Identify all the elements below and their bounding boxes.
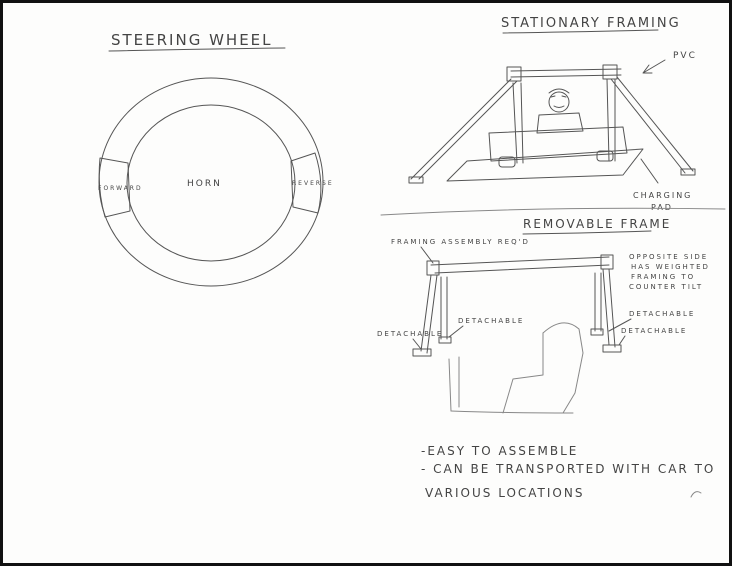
section-divider bbox=[381, 208, 725, 215]
detachable-foot-right-outer bbox=[603, 345, 621, 352]
car-wheel-right bbox=[597, 151, 613, 161]
opposite-side-line-2: HAS WEIGHTED bbox=[631, 263, 710, 271]
stationary-framing-title: STATIONARY FRAMING bbox=[501, 16, 681, 31]
frame-post-left bbox=[513, 83, 523, 163]
opposite-side-line-4: COUNTER TILT bbox=[629, 283, 703, 291]
removable-frame-title: REMOVABLE FRAME bbox=[523, 217, 671, 231]
removable-frame-leg-left-outer bbox=[421, 275, 437, 353]
frame-post-right bbox=[607, 79, 615, 161]
charging-pad-pointer bbox=[641, 159, 658, 183]
sketch-canvas: STEERING WHEEL FORWARD REVERSE HORN STAT… bbox=[3, 3, 729, 563]
frame-top-bar bbox=[511, 69, 621, 77]
note-line-2: - CAN BE TRANSPORTED WITH CAR TO bbox=[421, 462, 715, 476]
frame-leg-right bbox=[611, 77, 693, 173]
detachable-pointer-left-inner bbox=[449, 326, 463, 337]
detachable-foot-left-outer bbox=[413, 349, 431, 356]
frame-foot-left bbox=[409, 177, 423, 183]
removable-frame-section: REMOVABLE FRAME FRAMING ASSEMBLY REQ'D O… bbox=[377, 217, 710, 413]
note-line-3: VARIOUS LOCATIONS bbox=[425, 486, 584, 500]
removable-frame-leg-right-outer bbox=[603, 269, 615, 347]
car-sketch-side bbox=[503, 333, 543, 413]
stationary-framing-section: STATIONARY FRAMING PVC CHARGING PAD bbox=[409, 16, 697, 212]
car-sketch-floor bbox=[451, 411, 573, 413]
opposite-side-line-3: FRAMING TO bbox=[631, 273, 695, 281]
removable-frame-title-underline bbox=[523, 231, 651, 234]
detachable-pointer-left-outer bbox=[413, 339, 421, 349]
notes-section: -EASY TO ASSEMBLE - CAN BE TRANSPORTED W… bbox=[421, 444, 715, 500]
car-sketch-seat bbox=[543, 323, 583, 413]
pvc-arrow bbox=[643, 60, 665, 73]
charging-pad-label-2: PAD bbox=[651, 203, 673, 212]
steering-wheel-section: STEERING WHEEL FORWARD REVERSE HORN bbox=[98, 31, 334, 286]
pvc-label: PVC bbox=[673, 51, 697, 61]
pencil-stray-mark bbox=[691, 492, 701, 497]
horn-label: HORN bbox=[187, 179, 222, 189]
removable-frame-top-bar bbox=[431, 257, 609, 273]
forward-button-label: FORWARD bbox=[98, 185, 143, 192]
car-sketch-wheel-left bbox=[449, 357, 459, 411]
framing-assembly-label: FRAMING ASSEMBLY REQ'D bbox=[391, 238, 530, 246]
driver-face bbox=[551, 96, 566, 108]
driver-head-icon bbox=[549, 92, 569, 112]
steering-wheel-title: STEERING WHEEL bbox=[111, 31, 273, 49]
detachable-label-left-inner: DETACHABLE bbox=[458, 317, 524, 325]
detachable-label-right-bottom: DETACHABLE bbox=[621, 327, 687, 335]
removable-frame-leg-right-inner bbox=[595, 273, 601, 331]
detachable-label-left-outer: DETACHABLE bbox=[377, 330, 443, 338]
detachable-pointer-right-bottom bbox=[619, 336, 625, 345]
opposite-side-line-1: OPPOSITE SIDE bbox=[629, 253, 708, 261]
charging-pad-label-1: CHARGING bbox=[633, 191, 692, 200]
frame-corner-right bbox=[603, 65, 617, 79]
detachable-label-right-top: DETACHABLE bbox=[629, 310, 695, 318]
note-line-1: -EASY TO ASSEMBLE bbox=[421, 444, 578, 458]
frame-corner-left bbox=[507, 67, 521, 81]
reverse-button-label: REVERSE bbox=[292, 180, 334, 187]
